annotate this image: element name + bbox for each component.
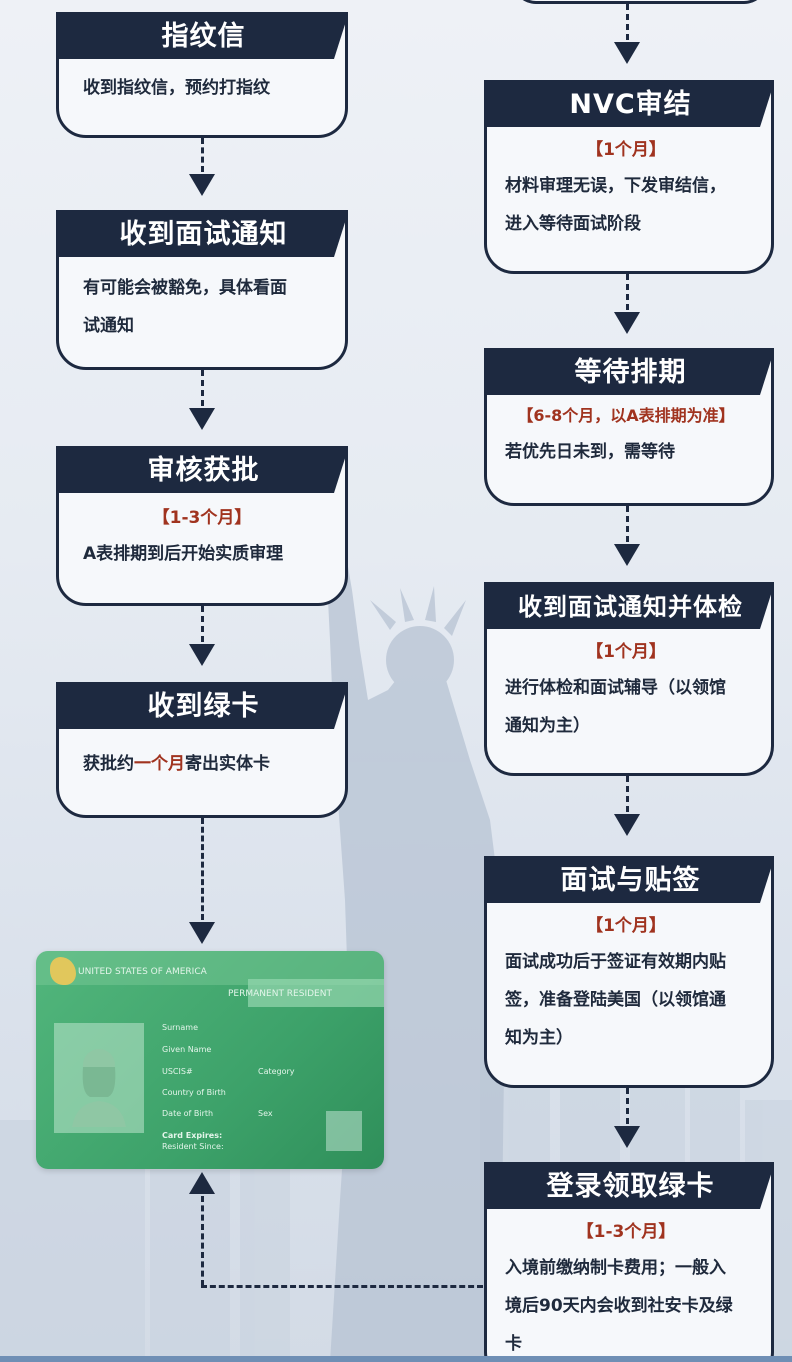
- body-line: 进行体检和面试辅导（以领馆: [505, 678, 726, 698]
- right-connector-1: [626, 274, 629, 310]
- card-country: UNITED STATES OF AMERICA: [78, 967, 207, 977]
- category-label: Category: [258, 1067, 295, 1076]
- right-connector-3: [626, 776, 629, 812]
- nvc-body: 【1个月】 材料审理无误，下发审结信， 进入等待面试阶段: [487, 127, 771, 255]
- visa-body: 【1个月】 面试成功后于签证有效期内贴 签，准备登陆美国（以领馆通 知为主）: [487, 903, 771, 1069]
- body-line: A表排期到后开始实质审理: [83, 544, 284, 564]
- approval-body: 【1-3个月】 A表排期到后开始实质审理: [59, 493, 345, 585]
- portrait-photo: [54, 1023, 144, 1133]
- waiting-title: 等待排期: [487, 351, 774, 395]
- approval-card: 审核获批 【1-3个月】 A表排期到后开始实质审理: [56, 446, 348, 606]
- waiting-card: 等待排期 【6-8个月，以A表排期为准】 若优先日未到，需等待: [484, 348, 774, 506]
- arrow-up-icon: [189, 1172, 215, 1194]
- nvc-duration: 【1个月】: [586, 140, 666, 160]
- body-line: 进入等待面试阶段: [505, 214, 641, 234]
- body-line: 有可能会被豁免，具体看面: [83, 278, 287, 298]
- visa-card: 面试与贴签 【1个月】 面试成功后于签证有效期内贴 签，准备登陆美国（以领馆通 …: [484, 856, 774, 1088]
- person-icon: [72, 1049, 126, 1127]
- body-line: 入境前缴纳制卡费用；一般入: [505, 1258, 726, 1278]
- return-connector-horizontal: [201, 1285, 483, 1288]
- body-line: 知为主）: [505, 1028, 573, 1048]
- interview-notice-body: 有可能会被豁免，具体看面 试通知: [59, 257, 345, 357]
- interview-medical-card: 收到面试通知并体检 【1个月】 进行体检和面试辅导（以领馆 通知为主）: [484, 582, 774, 776]
- surname-label: Surname: [162, 1023, 198, 1032]
- arrow-down-icon: [614, 814, 640, 836]
- fingerprint-body: 收到指纹信，预约打指纹: [83, 78, 270, 98]
- left-connector-2: [201, 370, 204, 406]
- entry-duration: 【1-3个月】: [576, 1222, 676, 1242]
- left-connector-4: [201, 818, 204, 920]
- nvc-title: NVC审结: [487, 83, 774, 127]
- date-of-birth-label: Date of Birth: [162, 1109, 214, 1118]
- body-line: 卡: [505, 1334, 522, 1354]
- arrow-down-icon: [189, 922, 215, 944]
- green-card-step: 收到绿卡 获批约一个月寄出实体卡: [56, 682, 348, 818]
- given-name-label: Given Name: [162, 1045, 212, 1054]
- right-connector-2: [626, 506, 629, 542]
- card-type-band: [248, 979, 384, 1007]
- interview-notice-title: 收到面试通知: [59, 213, 348, 257]
- left-top-connector: [201, 138, 204, 172]
- resident-since-label: Resident Since:: [162, 1142, 224, 1151]
- body-line: 若优先日未到，需等待: [505, 442, 675, 462]
- interview-medical-duration: 【1个月】: [586, 642, 666, 662]
- body-text: 寄出实体卡: [185, 754, 270, 774]
- visa-title: 面试与贴签: [487, 859, 774, 903]
- entry-body: 【1-3个月】 入境前缴纳制卡费用；一般入 境后90天内会收到社安卡及绿 卡: [487, 1209, 771, 1362]
- arrow-down-icon: [189, 174, 215, 196]
- visa-duration: 【1个月】: [586, 916, 666, 936]
- arrow-down-icon: [614, 1126, 640, 1148]
- waiting-body: 【6-8个月，以A表排期为准】 若优先日未到，需等待: [487, 395, 771, 483]
- fingerprint-title: 指纹信: [59, 15, 348, 59]
- body-line: 试通知: [83, 316, 134, 336]
- highlight-text: 一个月: [134, 754, 185, 774]
- bottom-bar: [0, 1356, 792, 1362]
- green-card-body: 获批约一个月寄出实体卡: [59, 729, 345, 795]
- arrow-down-icon: [189, 644, 215, 666]
- arrow-down-icon: [614, 544, 640, 566]
- card-chip: [326, 1111, 362, 1151]
- top-partial-card: [512, 0, 768, 4]
- uscis-label: USCIS#: [162, 1067, 193, 1076]
- return-connector-vertical: [201, 1196, 204, 1286]
- eagle-icon: [50, 957, 76, 985]
- arrow-down-icon: [614, 312, 640, 334]
- interview-medical-body: 【1个月】 进行体检和面试辅导（以领馆 通知为主）: [487, 629, 771, 757]
- body-line: 材料审理无误，下发审结信，: [505, 176, 726, 196]
- card-expires-label: Card Expires:: [162, 1131, 223, 1140]
- approval-duration: 【1-3个月】: [152, 508, 252, 528]
- green-card-title: 收到绿卡: [59, 685, 348, 729]
- waiting-duration: 【6-8个月，以A表排期为准】: [517, 406, 735, 425]
- country-of-birth-label: Country of Birth: [162, 1088, 226, 1097]
- approval-title: 审核获批: [59, 449, 348, 493]
- right-connector-4: [626, 1088, 629, 1124]
- right-connector-0: [626, 4, 629, 40]
- fingerprint-card: 指纹信 收到指纹信，预约打指纹: [56, 12, 348, 138]
- left-connector-3: [201, 606, 204, 642]
- body-line: 签，准备登陆美国（以领馆通: [505, 990, 726, 1010]
- nvc-card: NVC审结 【1个月】 材料审理无误，下发审结信， 进入等待面试阶段: [484, 80, 774, 274]
- arrow-down-icon: [614, 42, 640, 64]
- interview-medical-title: 收到面试通知并体检: [487, 585, 774, 629]
- entry-title: 登录领取绿卡: [487, 1165, 774, 1209]
- interview-notice-card: 收到面试通知 有可能会被豁免，具体看面 试通知: [56, 210, 348, 370]
- arrow-down-icon: [189, 408, 215, 430]
- entry-card: 登录领取绿卡 【1-3个月】 入境前缴纳制卡费用；一般入 境后90天内会收到社安…: [484, 1162, 774, 1362]
- body-line: 境后90天内会收到社安卡及绿: [505, 1296, 733, 1316]
- body-text: 获批约: [83, 754, 134, 774]
- card-type: PERMANENT RESIDENT: [228, 989, 332, 999]
- green-card-image: UNITED STATES OF AMERICA PERMANENT RESID…: [36, 951, 384, 1169]
- body-line: 面试成功后于签证有效期内贴: [505, 952, 726, 972]
- sex-label: Sex: [258, 1109, 273, 1118]
- body-line: 通知为主）: [505, 716, 590, 736]
